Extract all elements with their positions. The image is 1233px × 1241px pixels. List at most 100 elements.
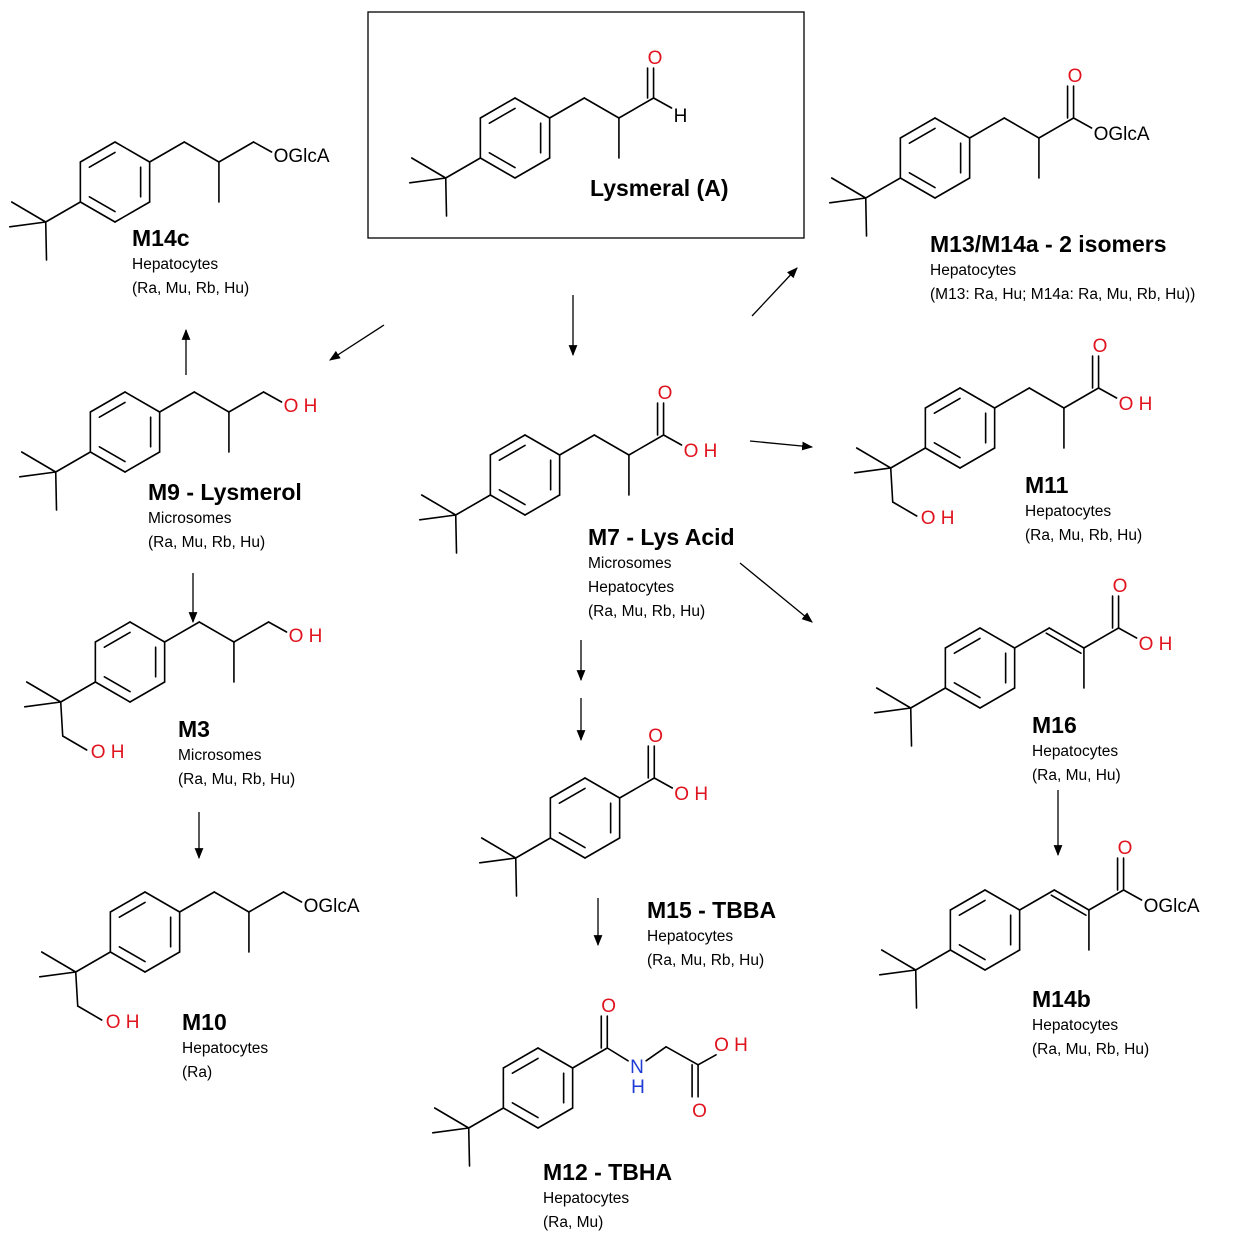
compound-name: M10 [182, 1009, 227, 1035]
methyl-bond [420, 494, 457, 516]
methyl-bond [873, 707, 912, 714]
glucuronide-label: OGlcA [1144, 896, 1200, 917]
ring-bond [924, 447, 961, 469]
compound-detail: Hepatocytes [1025, 503, 1111, 520]
tbutyl-bond [514, 837, 552, 859]
aromatic-bond [498, 444, 526, 462]
methyl-bond [433, 1107, 470, 1129]
compound-name: M14b [1032, 986, 1091, 1012]
bond [1018, 889, 1056, 911]
ring-bond [124, 451, 161, 473]
compound-detail: (Ra, Mu, Rb, Hu) [178, 771, 295, 788]
methyl-bond [855, 447, 892, 469]
bond [653, 777, 674, 789]
bond [198, 621, 235, 643]
compound-detail: Microsomes [588, 555, 672, 572]
structure-M15: OO H [478, 726, 708, 897]
aromatic-bond [933, 441, 961, 459]
ring-bond [899, 117, 936, 139]
compound-detail: Hepatocytes [543, 1190, 629, 1207]
bond [618, 97, 655, 119]
bond [606, 1047, 629, 1062]
arrow-m7-to-m11 [749, 440, 814, 451]
compound-detail: Hepatocytes [1032, 1017, 1118, 1034]
ring-bond [979, 627, 1016, 649]
aromatic-bond [88, 196, 116, 213]
bond [1117, 627, 1138, 639]
carbonyl-oxygen: O [1118, 838, 1133, 859]
bond [252, 141, 273, 153]
compound-detail: Hepatocytes [588, 579, 674, 596]
bond [1072, 117, 1093, 129]
structure-M11: O HOO H [853, 336, 1152, 529]
methyl-bond [410, 157, 447, 179]
carbonyl-oxygen: O [1113, 576, 1128, 597]
methyl-bond [909, 707, 913, 747]
carbonyl-oxygen: O [1093, 336, 1108, 357]
bond [183, 141, 220, 163]
structure-M14c: OGlcA [8, 141, 330, 261]
methyl-bond [40, 951, 77, 973]
bond [233, 621, 270, 643]
compound-detail: (Ra, Mu, Rb, Hu) [132, 280, 249, 297]
ring-bond [89, 451, 126, 473]
aromatic-bond [933, 397, 961, 415]
methyl-bond [878, 969, 917, 976]
aromatic-bond [908, 172, 936, 189]
ring-bond [89, 391, 126, 413]
double-bond [1045, 632, 1082, 654]
compound-detail: (Ra, Mu, Rb, Hu) [148, 534, 265, 551]
methyl-bond [10, 201, 47, 223]
methyl-bond [864, 197, 868, 237]
bond [1063, 387, 1100, 409]
ring-bond [524, 434, 561, 456]
compound-name: M15 - TBBA [647, 897, 776, 923]
structure-A: OH [408, 48, 687, 217]
ring-bond [144, 951, 181, 973]
tbutyl-bond [454, 494, 492, 516]
compound-name: M14c [132, 225, 190, 251]
ring-bond [944, 687, 981, 709]
bond [628, 434, 665, 456]
aromatic-bond [511, 1102, 539, 1119]
bond [697, 1054, 717, 1066]
arrow-m7-to-m16 [739, 562, 813, 623]
glucuronide-label: OGlcA [274, 146, 330, 167]
hydroxymethyl-bond [76, 1005, 103, 1021]
structure-M7: OO H [418, 383, 717, 554]
hydroxymethyl-bond [61, 735, 88, 751]
compound-name: M7 - Lys Acid [588, 524, 735, 550]
ring-bond [549, 837, 586, 859]
ring-bond [109, 891, 146, 913]
methyl-bond [480, 837, 517, 859]
tbutyl-bond [54, 451, 92, 473]
ring-bond [489, 434, 526, 456]
compound-name: M16 [1032, 712, 1077, 738]
bond [1122, 889, 1143, 901]
methyl-bond [467, 1127, 471, 1167]
compound-detail: (Ra, Mu, Rb, Hu) [588, 603, 705, 620]
bond [558, 434, 596, 456]
bond [1003, 117, 1040, 139]
carbonyl-oxygen: O [692, 1101, 707, 1122]
compound-detail: Hepatocytes [930, 262, 1016, 279]
tbutyl-bond [909, 687, 947, 709]
tbutyl-bond [914, 949, 952, 971]
tbutyl-bond [467, 1107, 505, 1129]
ring-bond [114, 141, 151, 163]
methyl-bond [38, 971, 77, 978]
bond [1083, 627, 1120, 649]
hydroxyl-label: O H [921, 508, 955, 529]
compound-detail: Microsomes [178, 747, 262, 764]
compound-detail: Microsomes [148, 510, 232, 527]
tbutyl-bond [59, 681, 97, 703]
